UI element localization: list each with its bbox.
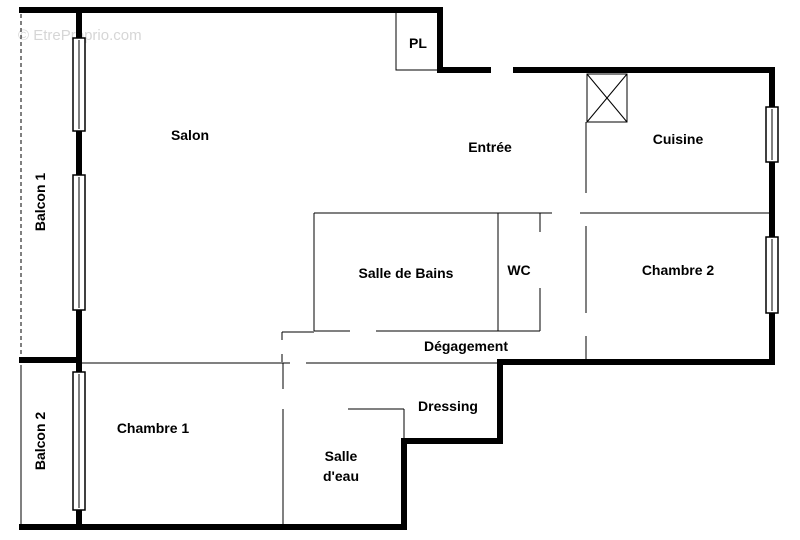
duct-cross — [586, 73, 628, 123]
room-label-wc: WC — [507, 262, 530, 278]
room-label-salle-eau-line1: Salle — [325, 448, 358, 464]
ventilation-duct — [586, 73, 628, 123]
facade-windows — [72, 37, 86, 511]
room-label-chambre-2: Chambre 2 — [642, 262, 715, 278]
room-label-entree: Entrée — [468, 139, 512, 155]
right-windows — [765, 106, 779, 314]
room-label-placard: PL — [409, 35, 427, 51]
balcony-labels: Balcon 1 Balcon 2 — [32, 173, 48, 471]
interior-partitions — [82, 122, 772, 524]
room-label-salle-eau-line2: d'eau — [323, 468, 359, 484]
balcony-label-1: Balcon 1 — [32, 173, 48, 232]
balcony-label-2: Balcon 2 — [32, 412, 48, 471]
room-label-salon: Salon — [171, 127, 209, 143]
room-label-dressing: Dressing — [418, 398, 478, 414]
placard-closet — [395, 9, 441, 71]
room-labels: Salon Entrée Cuisine Salle de Bains WC C… — [117, 35, 715, 484]
room-label-chambre-1: Chambre 1 — [117, 420, 190, 436]
room-label-salle-de-bains: Salle de Bains — [359, 265, 454, 281]
duct-box — [586, 73, 628, 123]
room-label-cuisine: Cuisine — [653, 131, 704, 147]
room-label-degagement: Dégagement — [424, 338, 508, 354]
